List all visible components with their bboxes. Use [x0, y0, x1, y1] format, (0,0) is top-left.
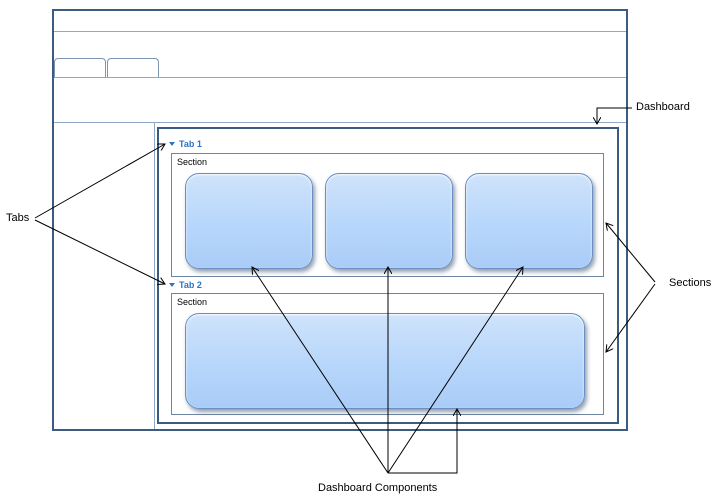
components-arrow-3	[387, 267, 523, 474]
sections-callout-label: Sections	[669, 277, 712, 289]
top-tab-2[interactable]	[107, 58, 159, 78]
section-label: Section	[177, 297, 208, 307]
dashboard-arrow	[597, 107, 632, 124]
dashboard-component-wide[interactable]	[185, 313, 585, 409]
title-bar-divider	[54, 31, 626, 32]
tab-2-header[interactable]: Tab 2	[169, 280, 202, 290]
tab-bar-divider	[54, 77, 626, 78]
tab-1-header[interactable]: Tab 1	[169, 139, 202, 149]
header-divider	[54, 122, 626, 123]
components-callout-label: Dashboard Components	[318, 482, 438, 494]
tab-2-label: Tab 2	[179, 280, 202, 290]
components-arrow-4	[388, 409, 457, 474]
collapse-triangle-icon	[169, 283, 175, 287]
sections-arrow-2	[606, 283, 656, 352]
tabs-callout-label: Tabs	[6, 212, 30, 224]
sidebar-divider	[154, 122, 155, 429]
sections-arrow-1	[606, 223, 656, 283]
tabs-arrow-2	[34, 219, 165, 284]
dashboard-component-1[interactable]	[185, 173, 313, 269]
components-arrow-1	[252, 267, 389, 474]
tabs-arrow-1	[34, 144, 165, 219]
dashboard-component-3[interactable]	[465, 173, 593, 269]
section-label: Section	[177, 157, 208, 167]
top-tab-1[interactable]	[54, 58, 106, 78]
dashboard-callout-label: Dashboard	[636, 101, 690, 113]
collapse-triangle-icon	[169, 142, 175, 146]
tab-1-label: Tab 1	[179, 139, 202, 149]
